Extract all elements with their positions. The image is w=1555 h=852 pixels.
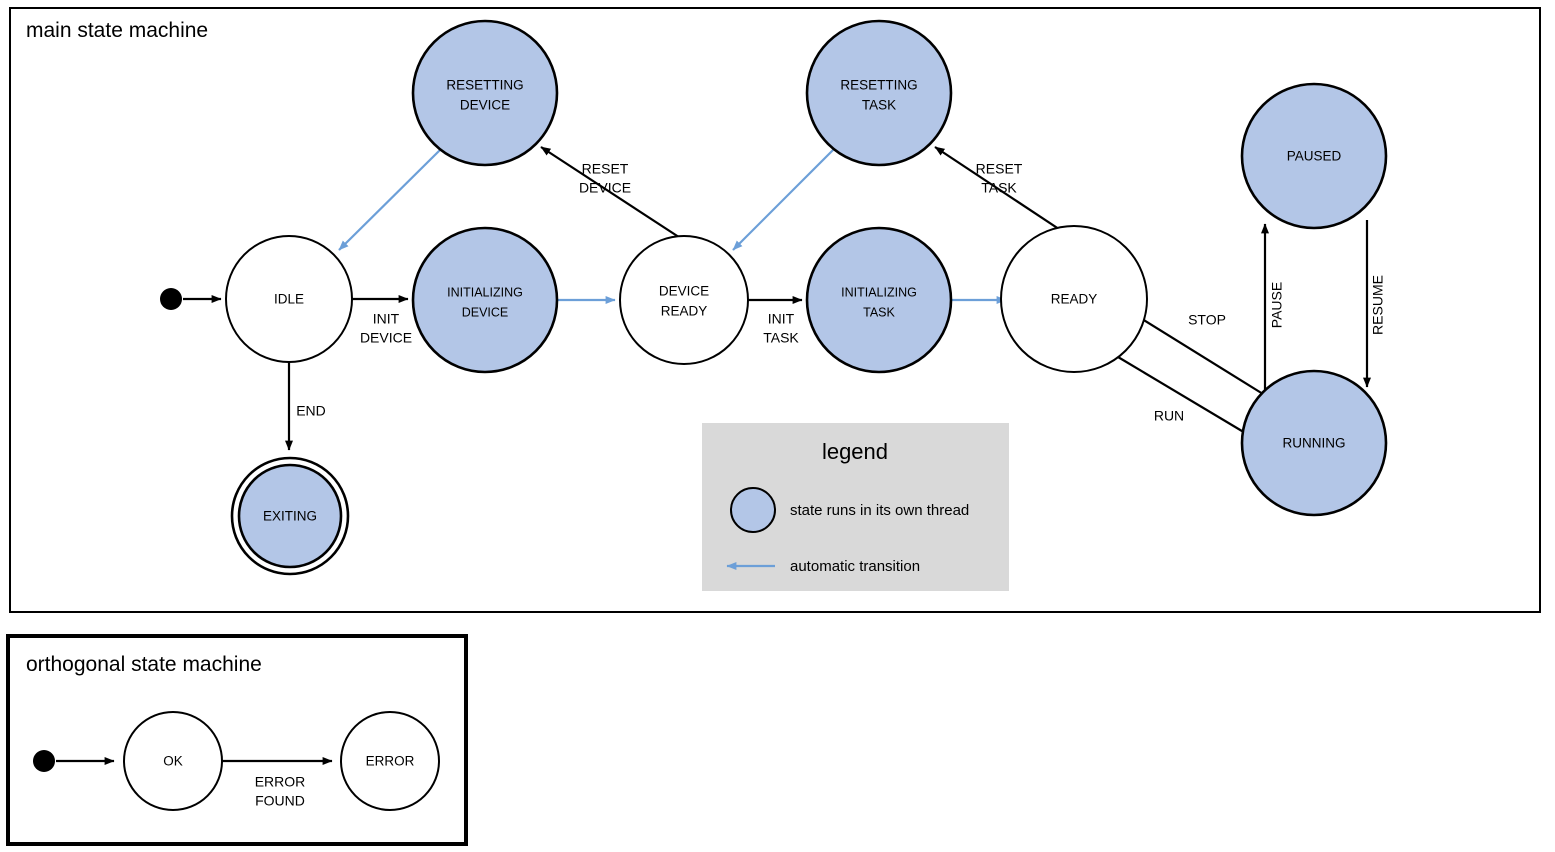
main-state-machine-title: main state machine: [26, 19, 208, 42]
state-error[interactable]: [340, 711, 440, 811]
orthogonal-state-machine-title: orthogonal state machine: [26, 653, 262, 676]
edge-label-init-task-line1: INIT: [768, 311, 795, 327]
state-exiting[interactable]: [237, 463, 343, 569]
edge-label-resume: RESUME: [1370, 275, 1386, 335]
legend-thread-state-icon: [730, 487, 776, 533]
edge-label-reset-task-line2: TASK: [981, 180, 1017, 196]
edge-label-error-found-line2: FOUND: [255, 793, 305, 809]
state-label-ready: READY: [1051, 292, 1098, 307]
state-label-resetting-task-line2: TASK: [862, 98, 896, 113]
state-resetting-task[interactable]: [805, 19, 953, 167]
state-label-running: RUNNING: [1283, 436, 1346, 451]
state-resetting-device[interactable]: [411, 19, 559, 167]
initial-state-dot-main: [160, 288, 182, 310]
edge-label-init-device-line2: DEVICE: [360, 330, 412, 346]
state-label-idle: IDLE: [274, 292, 304, 307]
edge-label-reset-task-line1: RESET: [976, 161, 1023, 177]
state-label-resetting-device-line2: DEVICE: [460, 98, 510, 113]
legend-title: legend: [822, 439, 888, 464]
edge-label-pause: PAUSE: [1269, 282, 1285, 328]
state-ok[interactable]: [123, 711, 223, 811]
state-label-resetting-task-line1: RESETTING: [840, 78, 917, 93]
edge-resetting-device-to-idle: [338, 149, 441, 251]
edge-ready-to-running: [1117, 356, 1258, 441]
edge-label-end: END: [296, 403, 326, 419]
state-label-error: ERROR: [366, 754, 415, 769]
state-label-initializing-device-line1: INITIALIZING: [447, 285, 523, 299]
state-label-device-ready-line2: READY: [661, 304, 708, 319]
edge-label-init-task-line2: TASK: [763, 330, 799, 346]
state-label-exiting: EXITING: [263, 509, 317, 524]
state-label-paused: PAUSED: [1287, 149, 1342, 164]
edge-label-reset-device-line2: DEVICE: [579, 180, 631, 196]
state-running[interactable]: [1240, 369, 1388, 517]
state-label-initializing-task-line1: INITIALIZING: [841, 285, 917, 299]
edge-device-ready-to-resetting-device: [540, 146, 689, 244]
edge-label-run: RUN: [1154, 408, 1184, 424]
state-initializing-device[interactable]: [411, 226, 559, 374]
orthogonal-state-machine-frame: [6, 634, 468, 846]
edge-label-init-device-line1: INIT: [373, 311, 400, 327]
state-label-device-ready-line1: DEVICE: [659, 284, 709, 299]
state-label-resetting-device-line1: RESETTING: [446, 78, 523, 93]
initial-state-dot-orthogonal: [33, 750, 55, 772]
edge-resetting-task-to-device-ready: [732, 149, 834, 251]
state-initializing-task[interactable]: [805, 226, 953, 374]
edge-label-reset-device-line1: RESET: [582, 161, 629, 177]
legend-thread-state-text: state runs in its own thread: [790, 502, 969, 519]
edge-ready-to-resetting-task: [934, 146, 1081, 244]
state-label-ok: OK: [163, 754, 183, 769]
legend-automatic-transition-text: automatic transition: [790, 558, 920, 575]
edge-running-to-ready: [1133, 313, 1264, 395]
state-label-initializing-task-line2: TASK: [863, 305, 895, 319]
edge-label-stop: STOP: [1188, 312, 1226, 328]
edge-label-error-found-line1: ERROR: [255, 774, 306, 790]
state-idle[interactable]: [225, 235, 353, 363]
state-label-initializing-device-line2: DEVICE: [462, 305, 509, 319]
main-state-machine-frame: [9, 7, 1541, 613]
state-device-ready[interactable]: [619, 235, 749, 365]
state-ready[interactable]: [1000, 225, 1148, 373]
state-exiting-final-ring: [230, 456, 350, 576]
state-paused[interactable]: [1240, 82, 1388, 230]
